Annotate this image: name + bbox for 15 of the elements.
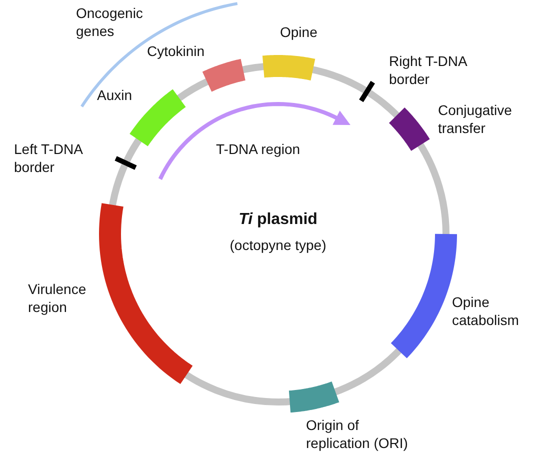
plasmid-title: Ti plasmid (238, 211, 318, 229)
segment-label: Auxin (97, 86, 134, 104)
border-mark (359, 80, 375, 102)
segment-label: Conjugative transfer (438, 101, 513, 137)
region-label: T-DNA region (216, 140, 302, 158)
region-label: Oncogenic genes (76, 4, 144, 40)
segment-label: Opine catabolism (452, 293, 520, 329)
plasmid-subtitle: (octopyne type) (228, 236, 328, 254)
segment-label: Right T-DNA border (389, 52, 468, 88)
segment-label: Cytokinin (147, 42, 206, 60)
border-mark (114, 156, 137, 170)
segment-label: Virulence region (28, 280, 88, 316)
segment-label: Left T-DNA border (14, 140, 84, 176)
segment-label: Opine (280, 23, 318, 41)
segment-label: Origin of replication (ORI) (306, 416, 409, 452)
